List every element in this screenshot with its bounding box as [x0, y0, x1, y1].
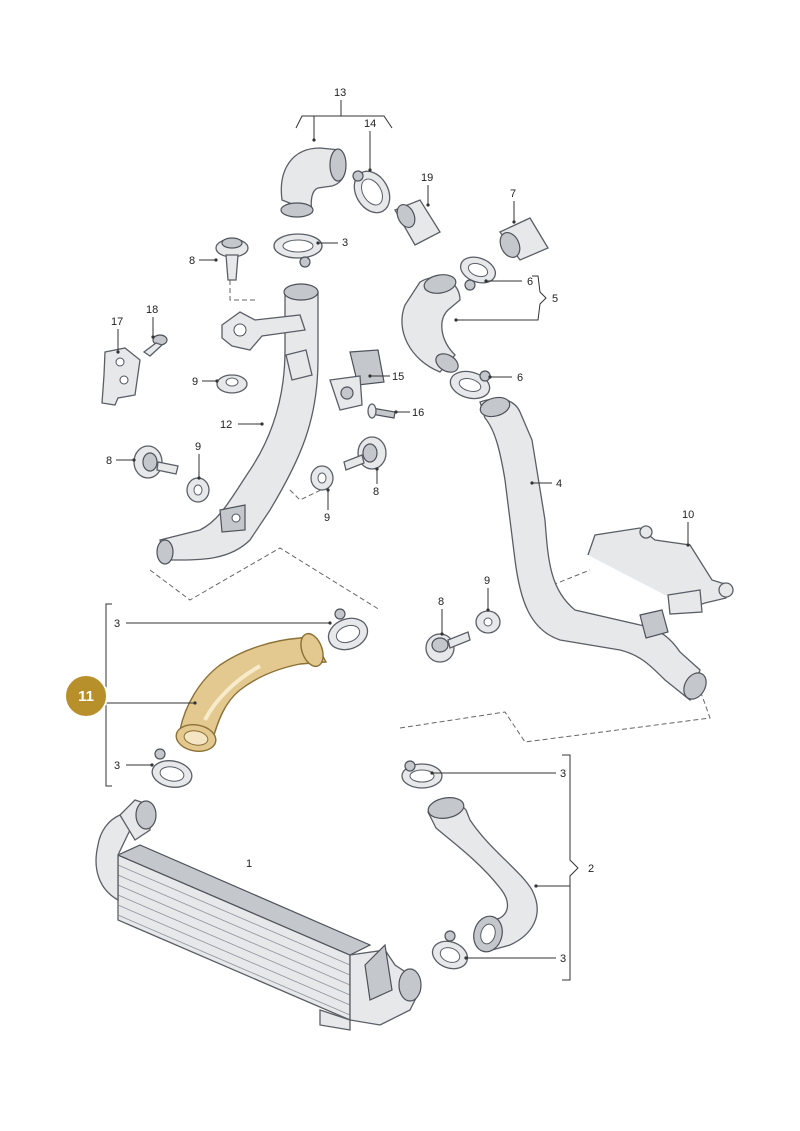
- hose-2[interactable]: [427, 795, 538, 955]
- label-7: 7: [510, 188, 516, 200]
- grommet-9-left[interactable]: [186, 477, 210, 503]
- bracket-10[interactable]: [587, 525, 734, 615]
- hose-elbow-5[interactable]: [401, 272, 461, 376]
- label-16: 16: [412, 407, 424, 419]
- clamp-3-right-top[interactable]: [401, 760, 443, 789]
- label-19: 19: [421, 172, 433, 184]
- screw-16[interactable]: [367, 403, 396, 419]
- label-3-upper: 3: [114, 618, 120, 630]
- label-6-top: 6: [527, 276, 533, 288]
- bracket-2: [562, 754, 579, 981]
- assembly-dashed-line-left: [149, 547, 381, 611]
- label-10: 10: [682, 509, 694, 521]
- hose-11-highlighted[interactable]: [174, 631, 328, 755]
- grommet-9-right[interactable]: [475, 610, 501, 634]
- label-9-top: 9: [192, 376, 198, 388]
- bracket-5: [532, 275, 547, 321]
- label-3-lower: 3: [114, 760, 120, 772]
- badge-label-11: 11: [78, 688, 94, 705]
- clamp-3-right-bottom[interactable]: [429, 930, 472, 973]
- label-15: 15: [392, 371, 404, 383]
- leader-13: [295, 115, 393, 129]
- clamp-14[interactable]: [347, 165, 397, 219]
- pipe-4[interactable]: [478, 394, 710, 703]
- mount-boss: [285, 349, 313, 381]
- pipe-12[interactable]: [156, 283, 319, 565]
- label-8-top: 8: [189, 255, 195, 267]
- clamp-3-lower[interactable]: [150, 748, 194, 790]
- pipe-stub-7[interactable]: [496, 217, 549, 261]
- label-17: 17: [111, 316, 123, 328]
- label-14: 14: [364, 118, 376, 130]
- part-11-badge[interactable]: 11: [64, 674, 108, 718]
- label-6-mid: 6: [517, 372, 523, 384]
- label-9-right: 9: [484, 575, 490, 587]
- grommet-8-mid[interactable]: [343, 436, 387, 471]
- label-3-top: 3: [342, 237, 348, 249]
- label-8-left: 8: [106, 455, 112, 467]
- bolt-18[interactable]: [142, 334, 168, 357]
- label-3-right-bottom: 3: [560, 953, 566, 965]
- label-12: 12: [220, 419, 232, 431]
- clamp-6-top[interactable]: [457, 253, 499, 291]
- assembly-dashed-line-right: [399, 689, 711, 743]
- grommet-9-top[interactable]: [216, 374, 248, 394]
- bracket-plate[interactable]: [221, 311, 306, 351]
- clamp-3-upper[interactable]: [324, 608, 372, 655]
- label-8-right: 8: [438, 596, 444, 608]
- label-18: 18: [146, 304, 158, 316]
- intercooler-1[interactable]: [95, 799, 422, 1031]
- label-4: 4: [556, 478, 562, 490]
- grommet-8-right[interactable]: [425, 631, 471, 663]
- grommet-8-left[interactable]: [133, 445, 179, 479]
- label-3-right-top: 3: [560, 768, 566, 780]
- assembly-dashed-line-bracket: [229, 280, 258, 301]
- label-2: 2: [588, 863, 594, 875]
- clamp-3-top[interactable]: [273, 233, 323, 268]
- clamp-6-mid[interactable]: [447, 367, 492, 402]
- label-9-mid: 9: [324, 512, 330, 524]
- bracket-17[interactable]: [101, 347, 141, 406]
- label-5: 5: [552, 293, 558, 305]
- label-8-mid: 8: [373, 486, 379, 498]
- grommet-9-mid[interactable]: [310, 465, 334, 491]
- pressure-sensor-15[interactable]: [329, 349, 385, 411]
- label-1: 1: [246, 858, 252, 870]
- hose-elbow-13[interactable]: [280, 147, 347, 218]
- assembly-dashed-line-mid: [289, 487, 326, 501]
- label-13: 13: [334, 87, 346, 99]
- pipe-stub-19[interactable]: [394, 199, 441, 246]
- label-9-left: 9: [195, 441, 201, 453]
- grommet-8-top[interactable]: [215, 237, 249, 281]
